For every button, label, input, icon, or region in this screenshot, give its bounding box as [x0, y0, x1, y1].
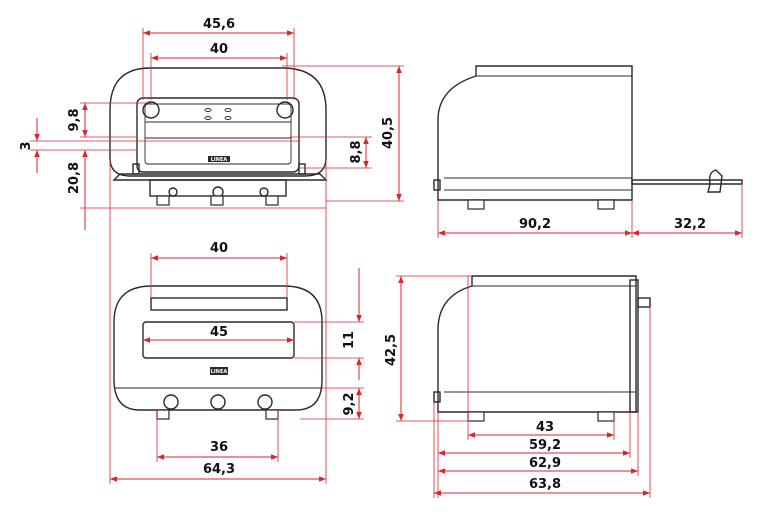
right-hinge-icon	[276, 101, 294, 119]
brand-badge-closed-label: LINEA	[211, 369, 228, 375]
dim-closed-feet: 43	[536, 420, 554, 435]
front-view-open: LINEA 45,6 40 40,5 9,8 3	[19, 17, 404, 230]
side-view-closed: 42,5 43 59,2 62,9 63,8	[384, 275, 651, 498]
brand-badge-label: LINEA	[211, 157, 228, 163]
brand-badge-closed	[210, 367, 228, 375]
knob-left-icon	[163, 394, 179, 410]
door-front-face	[629, 279, 639, 413]
dim-width-inner: 40	[210, 42, 228, 57]
open-door-panel	[112, 173, 328, 181]
dim-door-depth: 62,9	[529, 456, 561, 471]
dim-total-depth: 63,8	[529, 477, 561, 492]
side-body-outline	[437, 65, 633, 201]
dim-width-outer: 45,6	[203, 17, 235, 32]
closed-foot-front	[467, 411, 485, 422]
foot-left-closed	[156, 409, 170, 420]
closed-side-body-outline	[437, 275, 637, 413]
side-foot-front	[467, 199, 485, 210]
front-view-closed: LINEA 40 45 11 9,2 36 64,3	[109, 160, 364, 484]
dim-height-total: 40,5	[381, 117, 396, 149]
door-handle-side	[707, 169, 723, 193]
dim-handle-height: 9,8	[67, 108, 82, 131]
dim-gap: 3	[19, 141, 34, 150]
dim-body-depth: 59,2	[529, 438, 561, 453]
dim-total-width: 64,3	[203, 462, 235, 477]
oven-body-outline	[109, 67, 327, 177]
dim-window-width: 45	[210, 325, 228, 340]
dim-extension: 32,2	[674, 217, 706, 232]
side-foot-back	[597, 199, 615, 210]
foot-left	[156, 195, 170, 206]
knob-icon	[168, 187, 178, 197]
oven-cavity	[136, 97, 300, 173]
closed-foot-back	[597, 411, 615, 422]
dim-tray-height: 8,8	[349, 140, 364, 163]
foot-right	[265, 195, 279, 206]
left-hinge-icon	[142, 101, 160, 119]
dim-knob-height: 9,2	[342, 392, 357, 415]
dim-top-width: 40	[210, 241, 228, 256]
dim-closed-height: 42,5	[384, 334, 399, 366]
door-handle-stub	[637, 297, 651, 308]
dim-lower-height: 20,8	[67, 162, 82, 194]
knob-right-icon	[257, 394, 273, 410]
closed-body-outline	[113, 285, 323, 411]
oven-rack	[144, 103, 292, 165]
open-door-side	[631, 179, 743, 185]
foot-right-closed	[265, 409, 279, 420]
brand-badge-open	[208, 156, 230, 162]
foot-center	[210, 195, 224, 206]
top-handle-bar	[150, 297, 288, 311]
side-view-open: 90,2 32,2	[433, 65, 743, 238]
dim-window-height: 11	[342, 331, 357, 349]
knob-icon	[259, 187, 269, 197]
knob-center-icon	[210, 394, 226, 410]
dim-depth: 90,2	[519, 217, 551, 232]
dim-feet-spacing: 36	[210, 440, 228, 455]
